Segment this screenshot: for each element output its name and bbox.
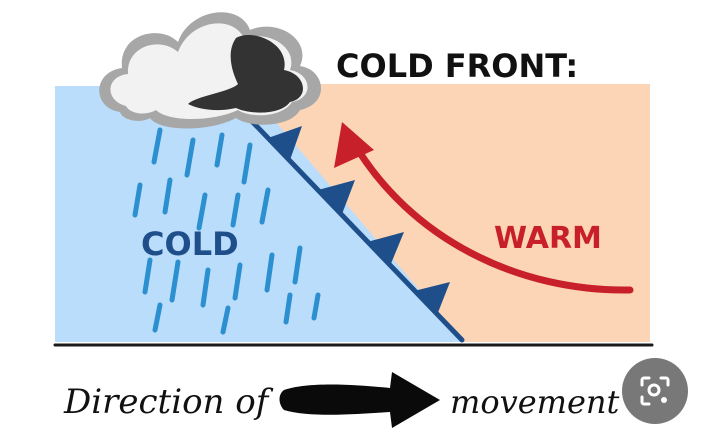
cold-label: COLD [141, 225, 239, 263]
warm-air-arrow [348, 136, 634, 294]
visual-search-button[interactable] [622, 358, 688, 424]
visual-search-icon [640, 376, 670, 406]
movement-arrow [279, 372, 440, 428]
diagram-title: COLD FRONT: [336, 47, 578, 85]
cold-front-triangles [268, 126, 450, 315]
warm-label: WARM [494, 221, 602, 256]
storm-cloud [99, 12, 322, 129]
direction-suffix: movement [450, 383, 620, 421]
direction-prefix: Direction of [63, 382, 274, 422]
warm-arrow-head [334, 122, 374, 168]
rain-streaks [132, 127, 321, 335]
